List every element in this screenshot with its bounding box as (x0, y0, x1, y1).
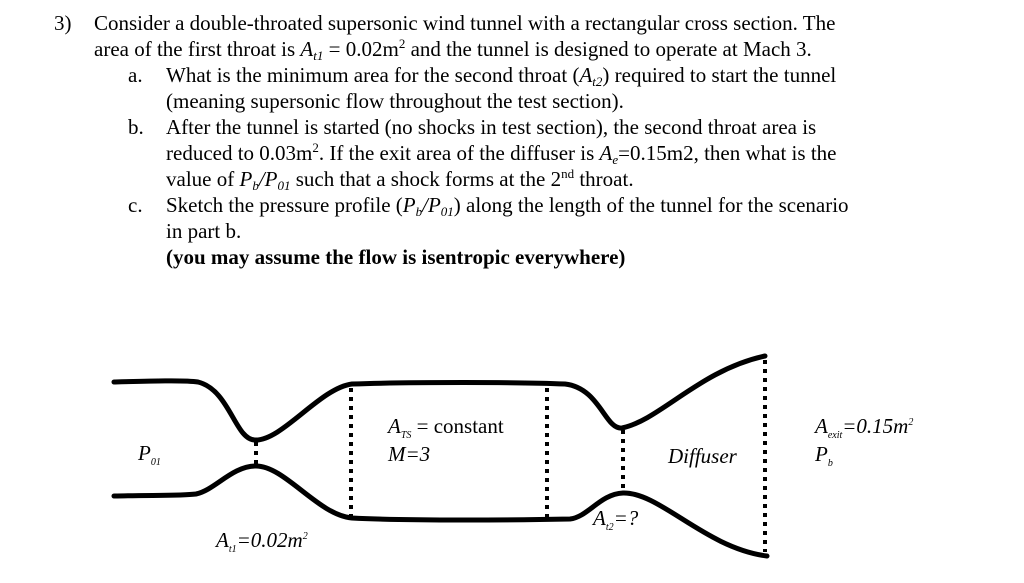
p01-label: P01 (138, 441, 161, 469)
problem-line-2: area of the first throat is At1 = 0.02m2… (94, 36, 812, 63)
part-c-line-2: in part b. (166, 219, 242, 243)
problem-number: 3) (54, 11, 72, 35)
tunnel-lower-wall (111, 463, 770, 559)
back-pressure-label: Pb (815, 442, 833, 470)
part-a-marker: a. (128, 63, 143, 87)
exit-area-label: Aexit=0.15m2 (815, 414, 914, 442)
diffuser-label: Diffuser (668, 444, 737, 468)
mach-label: M=3 (388, 442, 431, 466)
second-throat-label: At2=? (593, 506, 639, 534)
first-throat-label: At1=0.02m2 (216, 528, 308, 556)
problem-line-1: Consider a double-throated supersonic wi… (94, 11, 836, 35)
part-b-line-2: reduced to 0.03m2. If the exit area of t… (166, 140, 837, 167)
part-a-line-2: (meaning supersonic flow throughout the … (166, 89, 624, 113)
part-c-line-1: Sketch the pressure profile (Pb/P01) alo… (166, 193, 849, 219)
part-c-note: (you may assume the flow is isentropic e… (166, 245, 626, 269)
part-b-marker: b. (128, 115, 144, 139)
part-a-line-1: What is the minimum area for the second … (166, 63, 837, 89)
part-b-line-1: After the tunnel is started (no shocks i… (166, 115, 817, 139)
tunnel-upper-wall (111, 353, 768, 443)
test-section-area-label: ATS = constant (388, 414, 504, 442)
part-c-marker: c. (128, 193, 143, 217)
part-b-line-3: value of Pb/P01 such that a shock forms … (166, 166, 634, 193)
